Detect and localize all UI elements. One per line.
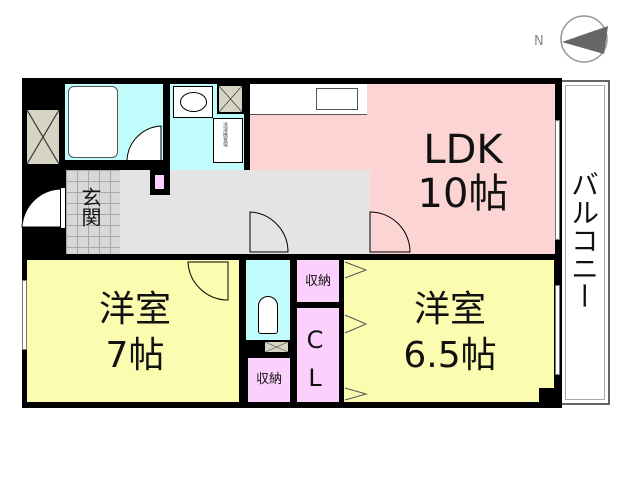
room7-size: 7帖 [105,335,165,376]
pipe-shaft-x-box [217,84,244,114]
storage-x-box [25,108,61,166]
entrance [66,170,120,254]
ldk-wall-vertical [245,84,250,208]
ldk-name: LDK [423,127,503,173]
closet [297,308,339,402]
window-room65 [555,285,560,375]
bathtub [68,86,118,158]
room7-door-icon [187,261,229,301]
hallway-ext [165,190,245,210]
washer-space: 洗濯機置場 [213,118,243,163]
closet-folding-doors-icon [344,261,368,401]
front-door-leaf[interactable] [60,187,66,229]
kitchen-sink [316,88,358,110]
ldk-size: 10帖 [417,171,509,217]
storage-upper [297,260,339,302]
bathroom-door-icon [126,125,162,160]
compass-north-arrow-icon [560,15,608,63]
balcony-rail [565,85,605,400]
closet-label: CL [301,326,329,402]
corner-column [539,388,557,404]
ldk-door-icon [369,211,411,253]
front-door-icon [21,188,65,228]
toilet-icon [258,296,278,334]
hall-door-icon [249,211,289,253]
washer-space-label: 洗濯機置場 [222,122,228,147]
storage-lower-label: 収納 [255,372,282,387]
storage-lower [248,358,290,402]
room65-name: 洋室 [413,289,486,330]
balcony [562,80,610,405]
room7-name: 洋室 [98,289,171,330]
small-storage [155,175,164,189]
pipe-x-box [263,340,290,354]
wall-left-top [22,236,66,260]
western-room-65 [344,260,554,402]
room65-size: 6.5帖 [403,335,497,376]
sink-icon [180,92,207,112]
north-label: N [534,34,544,49]
entrance-door-opening [0,170,22,236]
window-room7 [22,280,27,350]
entrance-label: 玄関 [78,187,102,227]
window-ldk [555,120,560,240]
storage-upper-label: 収納 [304,274,331,289]
balcony-label: バルコニー [567,170,600,310]
